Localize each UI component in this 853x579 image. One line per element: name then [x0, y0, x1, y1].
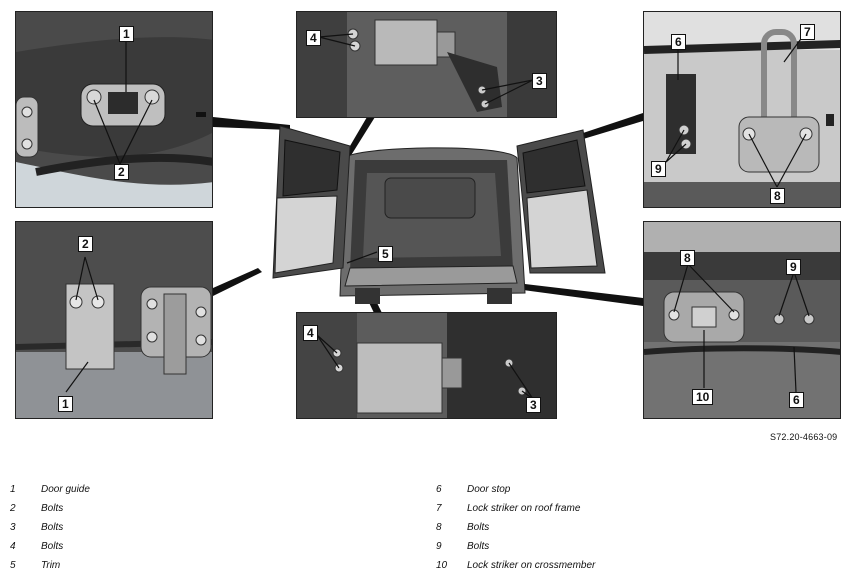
legend-text: Trim — [41, 560, 61, 571]
legend-text: Lock striker on roof frame — [467, 503, 581, 514]
upper-hinge-illustration — [297, 12, 556, 117]
door-guide-illustration — [16, 12, 212, 207]
legend-number: 7 — [436, 503, 442, 514]
callout-3: 3 — [526, 397, 541, 413]
callout-8: 8 — [770, 188, 785, 204]
van-rear-view: 5 — [255, 118, 615, 310]
callout-4: 4 — [306, 30, 321, 46]
legend-number: 2 — [10, 503, 16, 514]
callout-1: 1 — [119, 26, 134, 42]
detail-panel-roof-striker: 6 7 9 8 — [643, 11, 841, 208]
detail-panel-crossmember-striker: 8 9 10 6 — [643, 221, 841, 419]
callout-10: 10 — [692, 389, 714, 405]
callout-6: 6 — [789, 392, 804, 408]
detail-panel-upper-hinge: 4 3 — [296, 11, 557, 118]
legend-text: Door stop — [467, 484, 511, 495]
legend-text: Bolts — [41, 541, 64, 552]
lower-guide-illustration — [16, 222, 212, 418]
figure-reference: S72.20-4663-09 — [770, 432, 838, 442]
legend-number: 9 — [436, 541, 442, 552]
van-illustration — [272, 125, 606, 304]
callout-4: 4 — [303, 325, 318, 341]
legend-text: Door guide — [41, 484, 90, 495]
legend-text: Bolts — [41, 503, 64, 514]
callout-8: 8 — [680, 250, 695, 266]
callout-1: 1 — [58, 396, 73, 412]
callout-6: 6 — [671, 34, 686, 50]
legend-text: Lock striker on crossmember — [467, 560, 596, 571]
legend-text: Bolts — [467, 522, 490, 533]
crossmember-striker-illustration — [644, 222, 840, 418]
detail-panel-lower-guide: 2 1 — [15, 221, 213, 419]
legend-number: 4 — [10, 541, 16, 552]
legend-number: 10 — [436, 560, 448, 571]
detail-panel-lower-hinge: 4 3 — [296, 312, 557, 419]
detail-panel-door-guide: 1 2 — [15, 11, 213, 208]
legend-text: Bolts — [41, 522, 64, 533]
legend-text: Bolts — [467, 541, 490, 552]
callout-2: 2 — [78, 236, 93, 252]
callout-9: 9 — [786, 259, 801, 275]
legend-number: 8 — [436, 522, 442, 533]
lower-hinge-illustration — [297, 313, 556, 418]
callout-2: 2 — [114, 164, 129, 180]
legend-number: 3 — [10, 522, 16, 533]
legend-number: 5 — [10, 560, 16, 571]
legend-number: 1 — [10, 484, 16, 495]
callout-9: 9 — [651, 161, 666, 177]
callout-7: 7 — [800, 24, 815, 40]
legend-number: 6 — [436, 484, 442, 495]
callout-3: 3 — [532, 73, 547, 89]
callout-5: 5 — [378, 246, 393, 262]
